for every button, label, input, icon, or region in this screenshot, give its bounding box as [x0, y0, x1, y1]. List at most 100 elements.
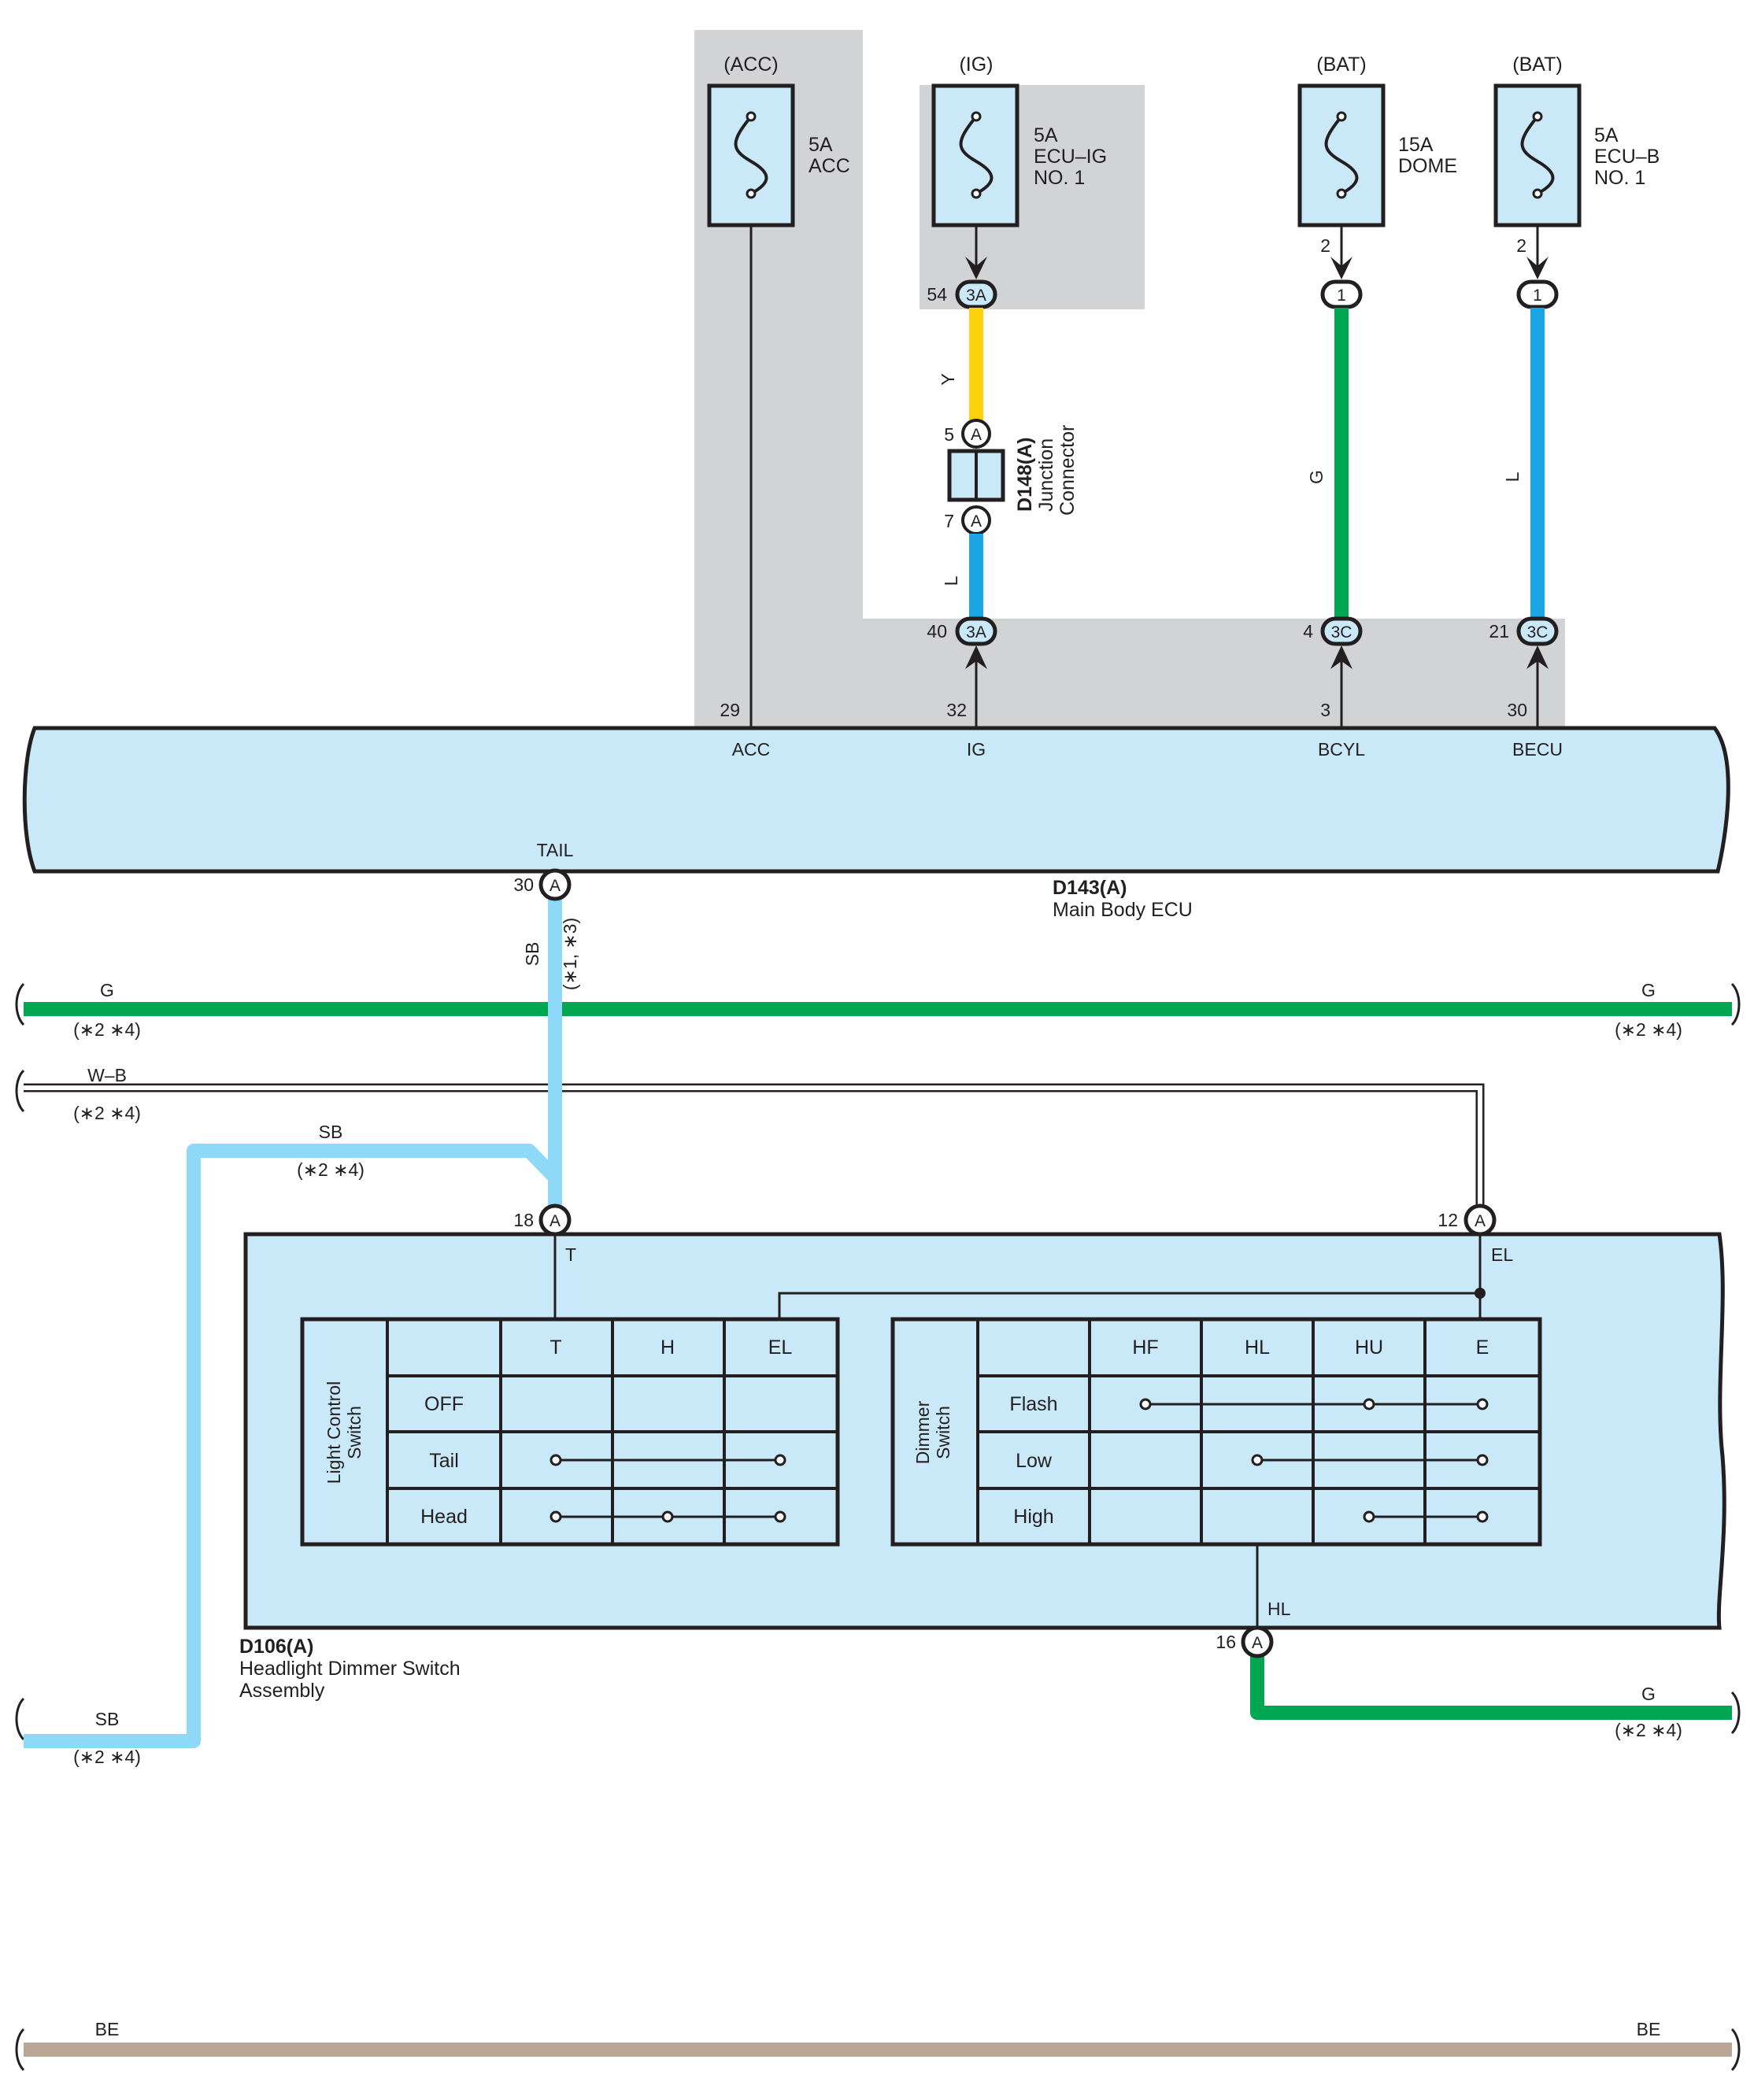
- diagram-circle: [1532, 188, 1543, 199]
- diagram-rect: [931, 83, 1019, 227]
- ecu-code: D143(A): [1053, 877, 1127, 899]
- diagram-circle: [550, 1510, 562, 1523]
- label-buses-be-left: BE: [95, 2019, 120, 2039]
- pin-ecub-21: 21: [1489, 621, 1509, 641]
- bus-white-black: W–B (∗2 ∗4): [15, 1065, 1485, 1204]
- diagram-circle: [1251, 1454, 1264, 1466]
- label-dimmer_table-title1: Dimmer: [912, 1400, 933, 1464]
- switch-name2: Assembly: [239, 1680, 325, 1702]
- diagram-circle: [538, 868, 572, 901]
- diagram-circle: [971, 111, 982, 122]
- diagram-rect: [955, 279, 997, 309]
- pin-dome-2: 2: [1320, 235, 1330, 256]
- pin-ig-40: 40: [927, 621, 947, 641]
- diagram-circle: [961, 419, 991, 449]
- diagram-rect: [1320, 279, 1363, 309]
- wire-label-l-ecub: L: [1502, 471, 1523, 482]
- dimmer-switch-table: Dimmer Switch HF HL HU E Flash Low High: [890, 1317, 1542, 1547]
- connector-ecub-3c-ecu: 3C 21: [1489, 616, 1559, 728]
- label-buses-g-right: G: [1641, 980, 1656, 1000]
- diagram-circle: [1532, 111, 1543, 122]
- ecu-pin-3: 3: [1320, 700, 1330, 720]
- ecu-term-ig: IG: [967, 739, 986, 760]
- bus-green: G (∗2 ∗4) G (∗2 ∗4): [15, 980, 1741, 1040]
- pin-tail-30: 30: [513, 874, 534, 895]
- diagram-path: [24, 1085, 1482, 1204]
- fuse-dome-amp: 15A: [1398, 134, 1434, 156]
- label-ecu_connectors-ig_conn: 3A: [966, 623, 986, 641]
- diagram-circle: [774, 1454, 786, 1466]
- label-buses-sb-bottom: SB: [95, 1709, 120, 1729]
- diagram-path: [24, 1144, 561, 1748]
- diagram-circle: [1363, 1510, 1375, 1523]
- label-wires-tail_color: SB: [522, 942, 542, 967]
- diagram-path: [15, 2028, 25, 2072]
- fuse-dome: (BAT) 15A DOME: [1297, 54, 1457, 227]
- diagram-circle: [661, 1510, 674, 1523]
- junction-pin-bottom: 7: [944, 511, 954, 531]
- label-buses-sb-top_note: (∗2 ∗4): [297, 1159, 364, 1180]
- connector-pin-16: HL A 16 G (∗2 ∗4): [1216, 1544, 1741, 1740]
- diagram-path: [1526, 645, 1549, 669]
- label-buses-wb-note: (∗2 ∗4): [73, 1103, 141, 1123]
- diagram-circle: [1139, 1398, 1152, 1410]
- diagram-path: [22, 726, 1730, 874]
- label-switch_assembly-pins-1-pin: 12: [1438, 1210, 1458, 1230]
- label-light_control_table-rows-0: OFF: [424, 1393, 464, 1415]
- label-buses-be-right: BE: [1637, 2019, 1661, 2039]
- diagram-path: [1730, 1691, 1741, 1735]
- fuse-ecub-amp: 5A: [1594, 124, 1619, 146]
- label-light_control_table-title1: Light Control: [324, 1381, 344, 1484]
- fuse-ecub-name2: NO. 1: [1594, 167, 1645, 189]
- diagram-circle: [1476, 1398, 1489, 1410]
- label-buses-g-left: G: [100, 980, 114, 1000]
- bus-sb: SB (∗2 ∗4) SB (∗2 ∗4): [15, 1122, 561, 1767]
- label-switch_assembly-pins-2-conn: A: [1252, 1634, 1263, 1652]
- pin-ecub-2: 2: [1516, 235, 1526, 256]
- label-dimmer_table-columns-1: HL: [1245, 1337, 1270, 1359]
- connector-ig-3a-top: 3A 54: [927, 279, 997, 309]
- label-fuses-ig-conn: 3A: [966, 287, 986, 305]
- diagram-circle: [774, 1510, 786, 1523]
- label-dimmer_table-rows-0: Flash: [1009, 1393, 1057, 1415]
- label-switch_assembly-pins-2-pin: 16: [1216, 1632, 1236, 1652]
- diagram-path: [1520, 115, 1555, 195]
- label-light_control_table-columns-0: T: [550, 1337, 561, 1359]
- pin-ig-54: 54: [927, 284, 947, 305]
- wire-label-g-dome: G: [1306, 470, 1327, 484]
- label-switch_assembly-pins-0-pin: 18: [513, 1210, 534, 1230]
- label-fuses-dome-conn: 1: [1337, 287, 1346, 305]
- ecu-term-becu: BECU: [1512, 739, 1563, 760]
- connector-ecub-1: 1: [1516, 279, 1559, 309]
- label-dimmer_table-columns-0: HF: [1132, 1337, 1158, 1359]
- fuse-ig-amp: 5A: [1034, 124, 1058, 146]
- diagram-path: [959, 115, 994, 195]
- label-dimmer_table-rows-2: High: [1013, 1506, 1053, 1528]
- connector-pin-12: A 12 EL: [778, 1203, 1513, 1319]
- label-buses-hl_out-note: (∗2 ∗4): [1615, 1720, 1682, 1740]
- arrow-ig-fuse: [965, 257, 987, 279]
- junction-pin-top: 5: [944, 424, 954, 445]
- connector-pin-18: A 18 T: [513, 1203, 576, 1319]
- label-junction-conn: A: [971, 426, 982, 444]
- label-dimmer_table-columns-3: E: [1476, 1337, 1489, 1359]
- label-light_control_table-rows-1: Tail: [429, 1450, 459, 1472]
- main-body-ecu: 29 ACC 32 IG 3 BCYL 30 BECU TAIL D143(A)…: [22, 700, 1730, 921]
- label-fuses-ecub-conn: 1: [1533, 287, 1542, 305]
- label-buses-wb-left: W–B: [87, 1065, 127, 1085]
- junction-code: D148(A): [1014, 438, 1036, 512]
- ecu-term-tail: TAIL: [537, 840, 574, 860]
- diagram-circle: [746, 188, 757, 199]
- fuse-acc-name: ACC: [809, 155, 850, 177]
- fuse-dome-source: (BAT): [1316, 54, 1366, 76]
- diagram-rect: [1493, 83, 1582, 227]
- ecu-pin-29: 29: [720, 700, 740, 720]
- diagram-rect: [955, 616, 997, 646]
- label-buses-sb-bottom_note: (∗2 ∗4): [73, 1747, 141, 1767]
- fuse-ig-source: (IG): [959, 54, 993, 76]
- junction-connector-d148: A 5 A 7 D148(A) Junction Connector: [944, 419, 1079, 535]
- diagram-circle: [1363, 1398, 1375, 1410]
- label-switch_assembly-pins-1-name: EL: [1491, 1244, 1513, 1265]
- label-switch_assembly-pins-0-name: T: [565, 1244, 576, 1265]
